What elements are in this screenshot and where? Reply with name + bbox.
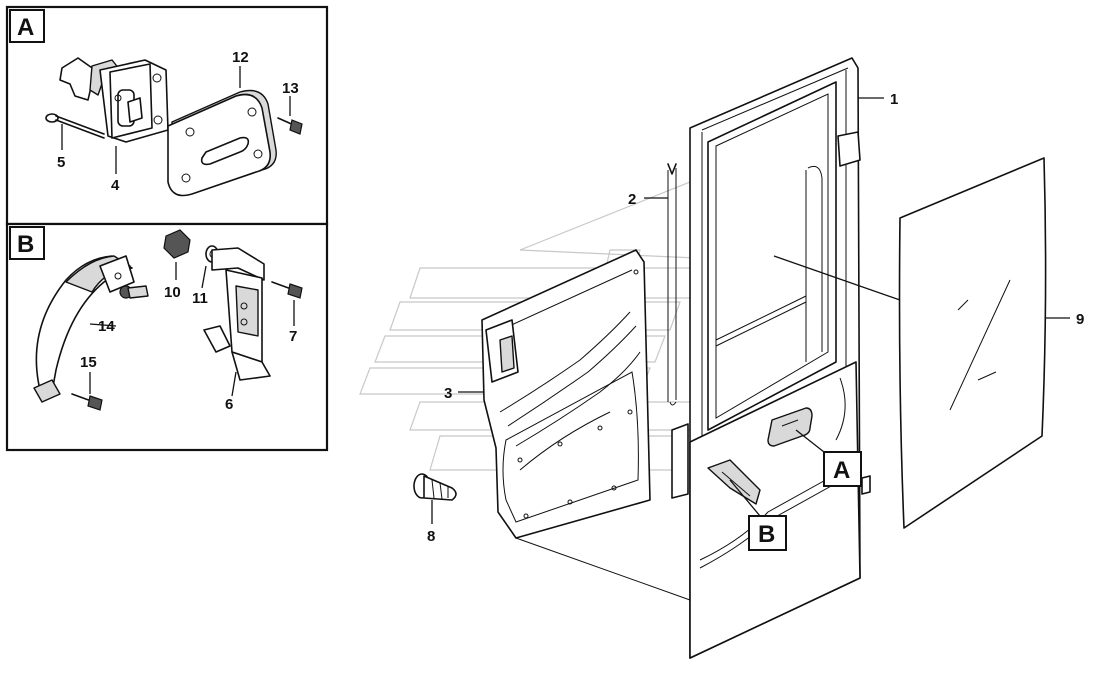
screw-15-part [71, 393, 103, 411]
detail-b-panel: B [5, 222, 329, 452]
screw-13-part [277, 117, 303, 135]
svg-text:B: B [758, 521, 775, 548]
detail-a-panel: A [5, 5, 329, 226]
callout-1: 1 [890, 91, 898, 108]
callout-12: 12 [232, 49, 249, 66]
seal-strip-part [667, 163, 677, 406]
callout-5: 5 [57, 154, 65, 171]
callout-10: 10 [164, 284, 181, 301]
svg-text:A: A [833, 457, 850, 484]
callout-15: 15 [80, 354, 97, 371]
latch-part [59, 57, 169, 143]
handle-plate-part [167, 89, 277, 197]
detail-a-label: A [17, 14, 34, 41]
door-callout-b: B [748, 515, 787, 551]
callout-6: 6 [225, 396, 233, 413]
grab-handle-part [33, 255, 149, 403]
callout-9: 9 [1076, 311, 1084, 328]
trim-panel-part [481, 249, 691, 601]
callout-2: 2 [628, 191, 636, 208]
door-assembly-part [671, 57, 871, 659]
callout-7: 7 [289, 328, 297, 345]
door-callout-a: A [823, 451, 862, 487]
window-glass-part [898, 157, 1047, 529]
callout-14: 14 [98, 318, 115, 335]
screw-7-part [271, 281, 303, 299]
callout-11: 11 [192, 290, 208, 307]
callout-13: 13 [282, 80, 299, 97]
screw-8-part [413, 473, 457, 501]
detail-b-label: B [17, 231, 34, 258]
callout-8: 8 [427, 528, 435, 545]
callout-4: 4 [111, 177, 120, 194]
callout-3: 3 [444, 385, 452, 402]
lock-mechanism-part [203, 247, 271, 381]
bolt-part [45, 113, 105, 139]
